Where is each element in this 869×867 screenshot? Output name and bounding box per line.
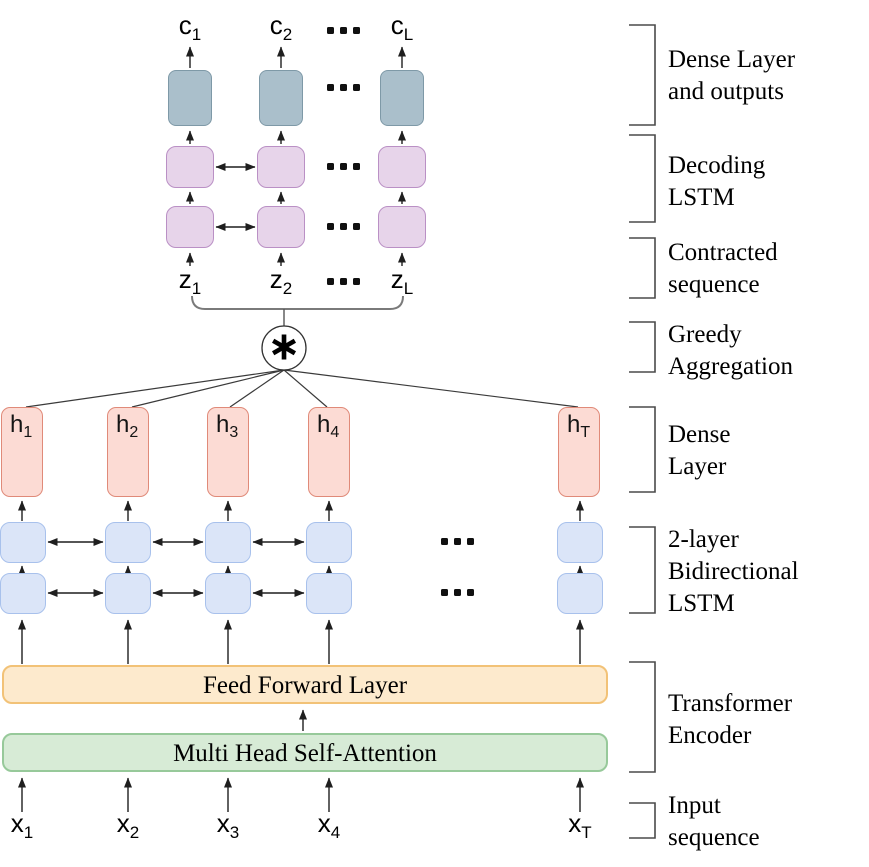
annotation-decoding-lstm: Decoding LSTM <box>668 152 766 211</box>
ellipsis-icon <box>327 84 360 91</box>
hidden-state-box: hT <box>558 407 600 497</box>
input-label: x2 <box>116 808 140 842</box>
hidden-state-label: h4 <box>317 411 340 442</box>
annotation-brackets <box>629 24 656 839</box>
hidden-state-label: hT <box>567 411 591 442</box>
bilstm-box <box>0 573 46 614</box>
hidden-state-label: h3 <box>216 411 239 442</box>
bilstm-box <box>0 522 46 563</box>
output-dense-box <box>259 70 303 126</box>
bilstm-box <box>205 522 251 563</box>
aggregation-symbol: ∗ <box>267 323 301 370</box>
input-label: x4 <box>317 808 341 842</box>
ellipsis-icon <box>441 589 474 596</box>
hidden-state-label: h1 <box>10 411 33 442</box>
annotation-input-sequence: Input sequence <box>668 792 760 851</box>
annotation-transformer-encoder: Transformer Encoder <box>668 690 793 749</box>
input-label: x3 <box>216 808 240 842</box>
hidden-state-box: h1 <box>1 407 43 497</box>
bilstm-box <box>306 573 352 614</box>
hidden-state-label: h2 <box>116 411 139 442</box>
output-label: cL <box>390 10 414 44</box>
decoder-lstm-box <box>166 206 214 248</box>
ellipsis-icon <box>441 538 474 545</box>
contracted-label: z1 <box>178 264 202 298</box>
aggregation-circle <box>261 325 307 371</box>
annotation-bracket <box>629 134 656 223</box>
ellipsis-icon <box>327 163 360 170</box>
annotation-greedy-aggregation: Greedy Aggregation <box>668 321 793 380</box>
encoder-wires <box>18 500 584 812</box>
contracted-label: zL <box>390 264 414 298</box>
aggregation-input-bracket <box>191 295 404 310</box>
bilstm-box <box>205 573 251 614</box>
ellipsis-icon <box>327 223 360 230</box>
input-label: xT <box>568 808 592 842</box>
hidden-state-box: h3 <box>207 407 249 497</box>
annotation-bracket <box>629 526 656 614</box>
annotation-dense-outputs: Dense Layer and outputs <box>668 46 796 105</box>
bilstm-box <box>557 573 603 614</box>
contracted-label: z2 <box>269 264 293 298</box>
annotation-bracket <box>629 237 656 299</box>
output-label: c2 <box>269 10 293 44</box>
decoder-lstm-box <box>257 206 305 248</box>
annotation-bracket <box>629 802 656 839</box>
aggregation-fan <box>25 369 579 408</box>
annotation-contracted-sequence: Contracted sequence <box>668 239 778 298</box>
bilstm-box <box>557 522 603 563</box>
bilstm-box <box>306 522 352 563</box>
output-dense-box <box>168 70 212 126</box>
decoder-wires <box>186 46 406 266</box>
annotation-bracket <box>629 661 656 773</box>
annotation-bracket <box>629 24 656 126</box>
annotation-bracket <box>629 321 656 373</box>
bilstm-box <box>105 522 151 563</box>
annotation-dense-layer: Dense Layer <box>668 421 731 480</box>
decoder-lstm-box <box>378 146 426 188</box>
output-dense-box <box>380 70 424 126</box>
annotation-bilstm: 2-layer Bidirectional LSTM <box>668 526 799 617</box>
input-label: x1 <box>10 808 34 842</box>
bilstm-box <box>105 573 151 614</box>
output-label: c1 <box>178 10 202 44</box>
ellipsis-icon <box>327 27 360 34</box>
decoder-lstm-box <box>257 146 305 188</box>
decoder-lstm-box <box>166 146 214 188</box>
hidden-state-box: h4 <box>308 407 350 497</box>
ellipsis-icon <box>327 278 360 285</box>
annotation-bracket <box>629 406 656 493</box>
self-attention-bar: Multi Head Self-Attention <box>2 733 608 772</box>
hidden-state-box: h2 <box>107 407 149 497</box>
decoder-lstm-box <box>378 206 426 248</box>
feed-forward-bar: Feed Forward Layer <box>2 665 608 704</box>
